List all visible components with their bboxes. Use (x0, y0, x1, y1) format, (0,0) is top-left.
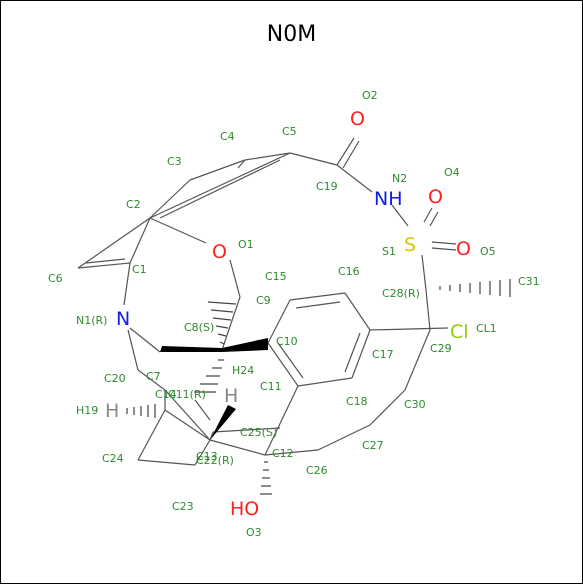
atom-o2: O (350, 108, 365, 130)
hash-bond (126, 404, 156, 418)
label-c25: C25(S) (240, 426, 277, 439)
label-c27: C27 (362, 439, 384, 452)
label-c9: C9 (256, 294, 271, 307)
atom-o3: HO (230, 498, 259, 520)
label-c19: C19 (316, 180, 338, 193)
label-c7: C7 (146, 370, 161, 383)
label-o4: O4 (444, 166, 460, 179)
atom-h19: H (105, 400, 119, 422)
stereo-bonds (126, 279, 511, 495)
atom-o5: O (456, 238, 471, 260)
label-n2: N2 (392, 172, 407, 185)
atom-h24: H (224, 385, 238, 407)
molecule-title: N0M (266, 22, 317, 47)
label-c26: C26 (306, 464, 328, 477)
label-c16: C16 (338, 265, 360, 278)
label-c11r: C11(R) (168, 388, 206, 401)
label-c5: C5 (282, 125, 297, 138)
label-o5: O5 (480, 245, 496, 258)
label-cl1: CL1 (476, 322, 497, 335)
label-c8: C8(S) (184, 321, 214, 334)
label-h24: H24 (232, 364, 254, 377)
label-c11: C11 (260, 380, 282, 393)
atom-o4: O (428, 186, 443, 208)
label-c23: C23 (172, 500, 194, 513)
label-o1: O1 (238, 238, 254, 251)
atom-symbols: O NH O S O O N Cl H H HO (105, 108, 471, 520)
label-c15: C15 (265, 270, 287, 283)
label-c29: C29 (430, 342, 452, 355)
label-c4: C4 (220, 130, 235, 143)
label-c22: C22(R) (196, 454, 234, 467)
label-c30: C30 (404, 398, 426, 411)
wedge-bond (210, 405, 236, 440)
label-c20: C20 (104, 372, 126, 385)
atom-n2: NH (374, 188, 403, 210)
wedge-bond (222, 338, 268, 352)
label-c18: C18 (346, 395, 368, 408)
label-s1: S1 (382, 245, 396, 258)
hash-bond (260, 461, 272, 495)
label-n1: N1(R) (76, 314, 107, 327)
label-c3: C3 (167, 155, 182, 168)
wedge-bond (160, 346, 222, 352)
hash-bond (439, 279, 511, 297)
hash-bond (207, 301, 237, 345)
label-c6: C6 (48, 272, 63, 285)
label-o2: O2 (362, 89, 378, 102)
label-c2: C2 (126, 198, 141, 211)
label-c13: C13 (196, 450, 218, 463)
label-o3: O3 (246, 526, 262, 539)
label-c31: C31 (518, 275, 540, 288)
atom-n1: N (116, 308, 130, 330)
label-c24: C24 (102, 452, 124, 465)
atom-s1: S (404, 234, 416, 256)
label-c12: C12 (272, 447, 294, 460)
bonds (77, 137, 457, 466)
atom-labels: O2 N2 O4 O5 S1 C31 C28(R) CL1 C29 C5 C4 … (48, 89, 540, 539)
label-c14: C14 (155, 388, 177, 401)
atom-cl1: Cl (450, 321, 469, 343)
atom-o1: O (212, 241, 227, 263)
hash-bond (194, 359, 224, 393)
label-c28: C28(R) (382, 287, 420, 300)
label-c1: C1 (132, 263, 147, 276)
label-c10: C10 (276, 335, 298, 348)
label-h19: H19 (76, 404, 98, 417)
label-c17: C17 (372, 348, 394, 361)
